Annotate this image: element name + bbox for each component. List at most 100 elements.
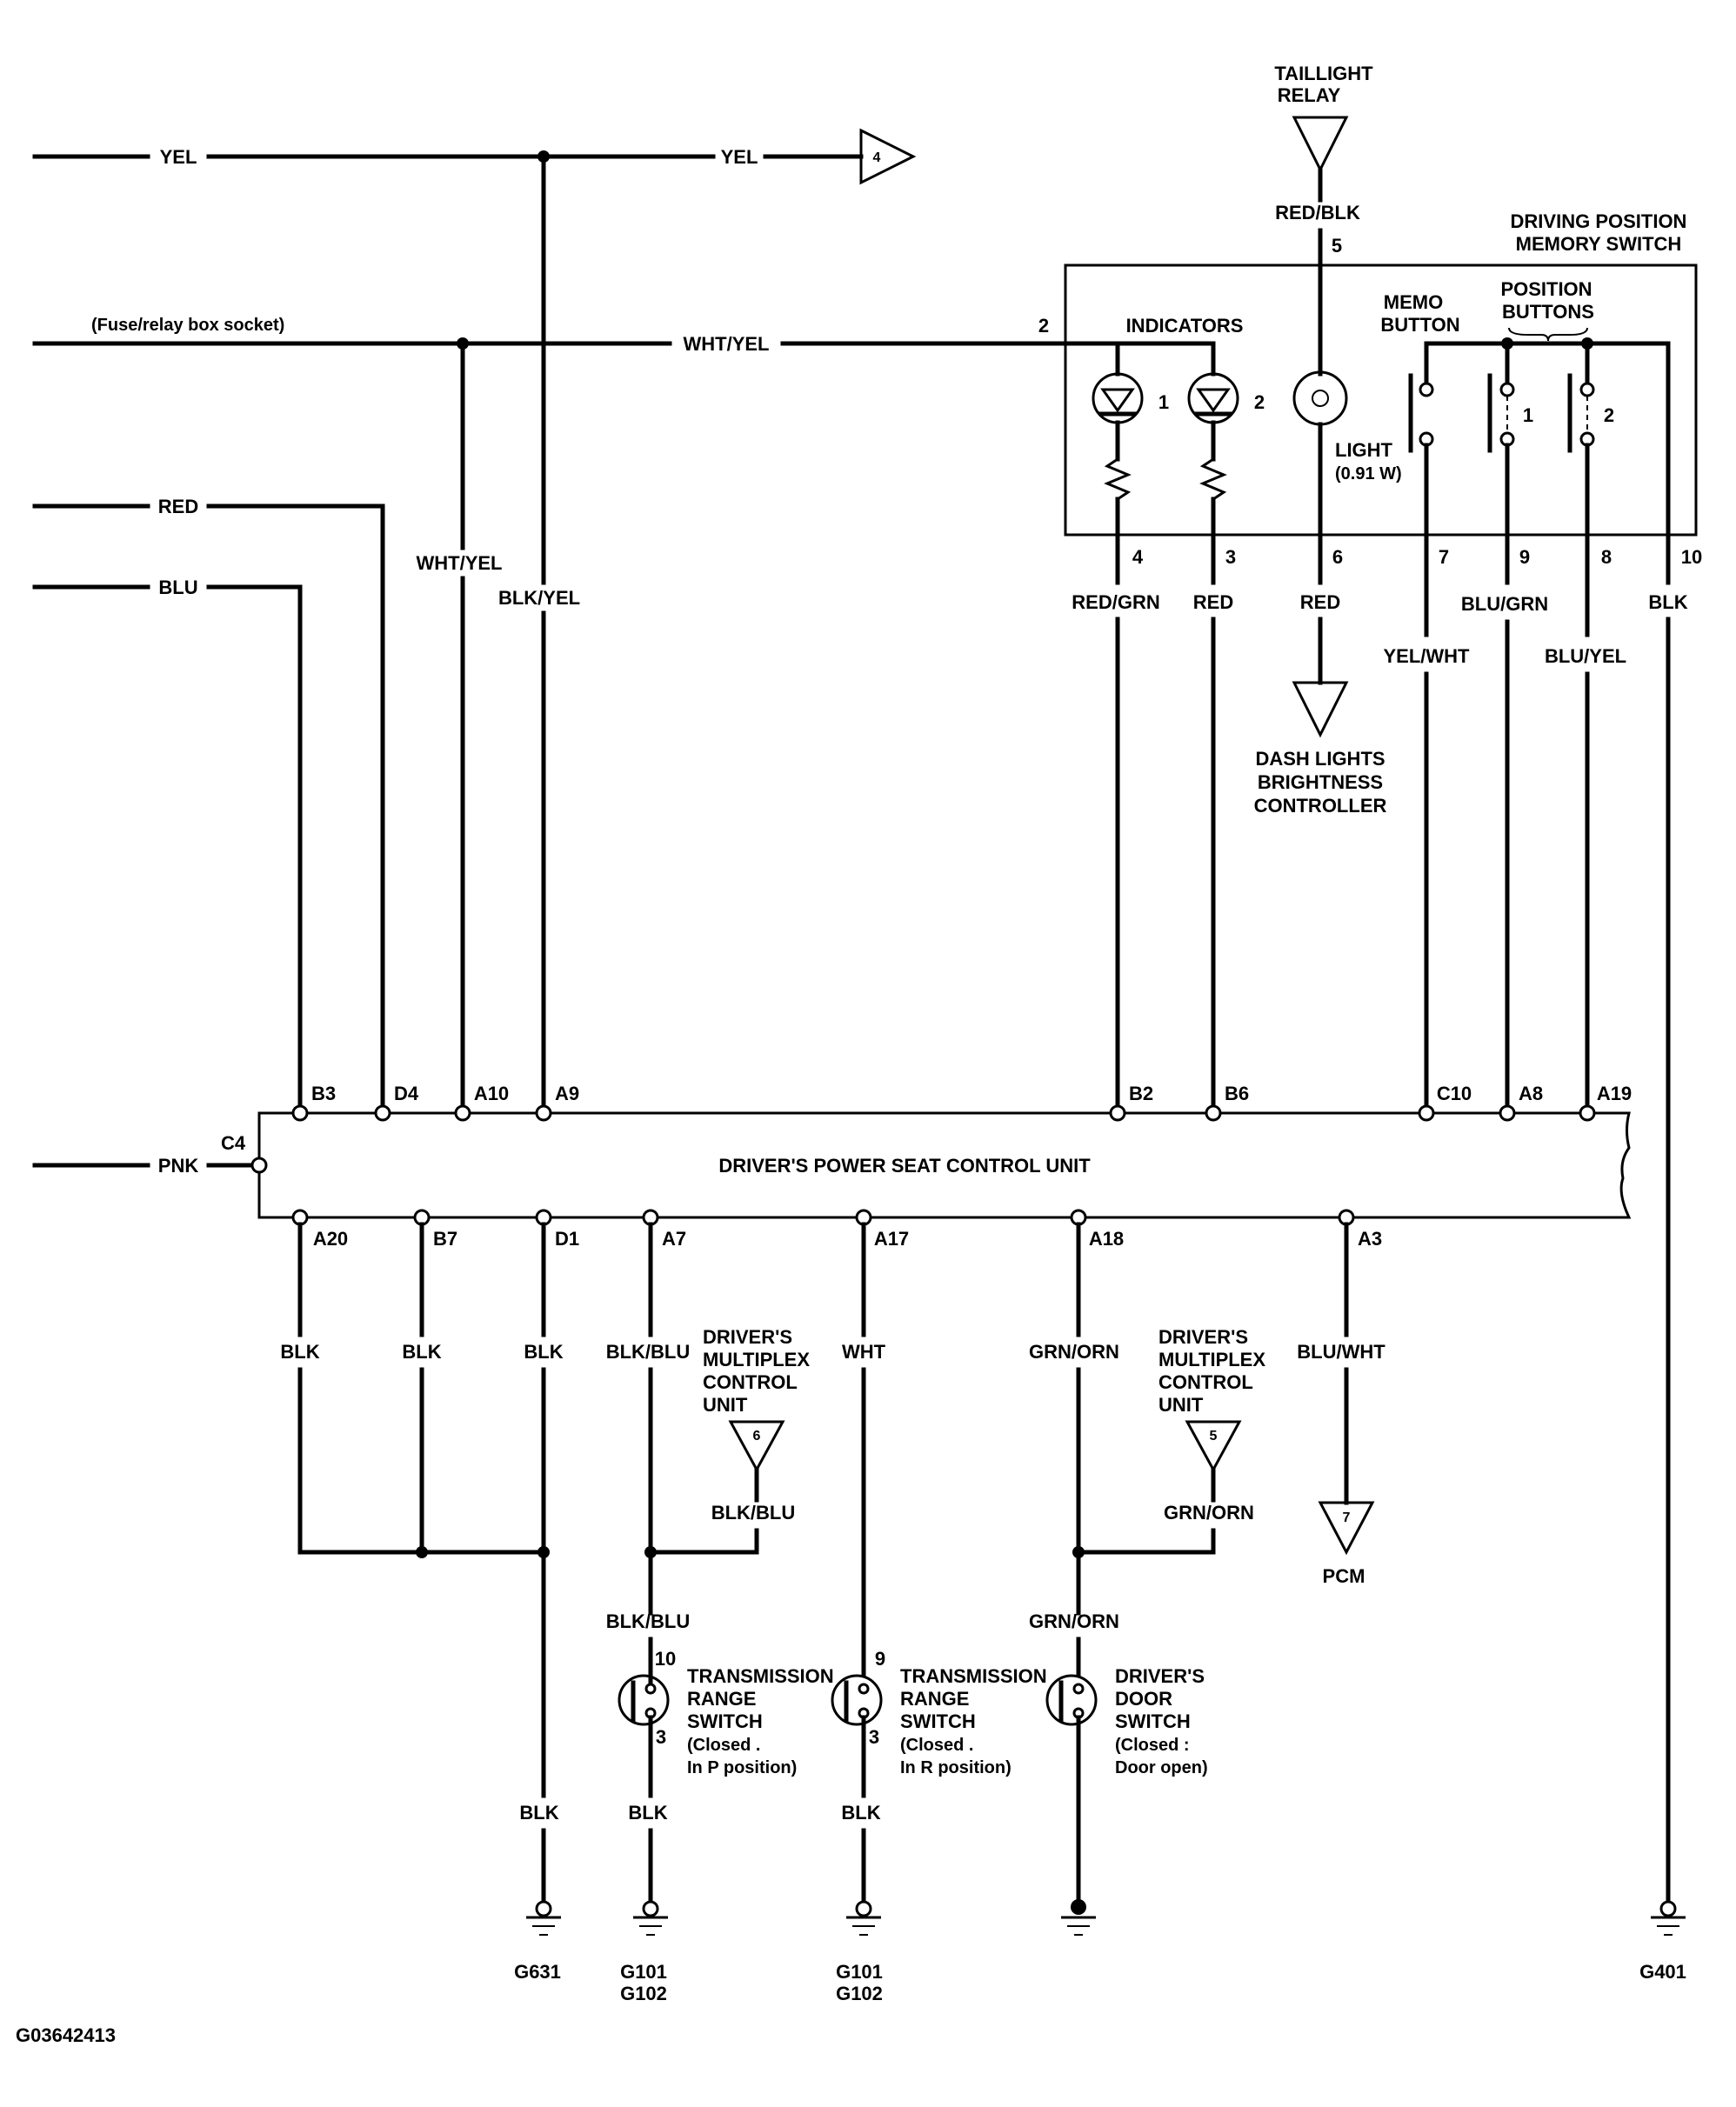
ground-g401-label: G401	[1639, 1961, 1686, 1983]
blk-label-tr2: BLK	[841, 1802, 880, 1824]
trans-r-label-5: In R position)	[900, 1758, 1012, 1777]
pin-label-a7: A7	[662, 1228, 686, 1250]
blk-label-a20: BLK	[280, 1341, 319, 1363]
indicator-led-2: 2	[1187, 372, 1265, 537]
pin-c10	[1418, 1104, 1435, 1122]
grn-orn-wire: GRN/ORN GRN/ORN GRN/ORN	[1029, 1222, 1254, 1677]
blu-yel-label: BLU/YEL	[1545, 645, 1626, 667]
indicators-label: INDICATORS	[1126, 315, 1244, 337]
pin-label-d4: D4	[394, 1083, 419, 1104]
blk-label-g631: BLK	[519, 1802, 558, 1824]
blk-label-d1: BLK	[524, 1341, 563, 1363]
taillight-relay: TAILLIGHT RELAY RED/BLK 5	[1274, 63, 1373, 268]
position-label-1: POSITION	[1500, 278, 1592, 300]
position-label-2: BUTTONS	[1502, 301, 1594, 323]
door-switch-label-1: DRIVER'S	[1115, 1665, 1205, 1687]
memo-button	[1408, 341, 1434, 537]
trans-p-pin-10: 10	[655, 1648, 676, 1670]
pin-label-b7: B7	[433, 1228, 457, 1250]
trans-p-label-3: SWITCH	[687, 1710, 763, 1732]
trans-r-pin-9: 9	[875, 1648, 885, 1670]
pcm-ref-arrow	[1318, 1501, 1375, 1556]
transmission-range-switch-r: 9 3 TRANSMISSION RANGE SWITCH (Closed . …	[831, 1648, 1047, 1907]
trans-r-label-4: (Closed .	[900, 1736, 973, 1755]
connector-c4-label: C4	[221, 1132, 246, 1154]
mux1-label-1: DRIVER'S	[703, 1326, 792, 1348]
memory-switch-title-1: DRIVING POSITION	[1511, 210, 1687, 232]
position-button-1-number: 1	[1523, 404, 1533, 426]
pin-label-a9: A9	[555, 1083, 579, 1104]
pin-3: 3	[1225, 546, 1236, 568]
blk-blu-label-a7: BLK/BLU	[606, 1341, 691, 1363]
blk-ground-wires: BLK BLK BLK BLK	[280, 1222, 564, 1907]
memo-label-2: BUTTON	[1380, 314, 1459, 336]
driving-position-memory-switch: DRIVING POSITION MEMORY SWITCH INDICATOR…	[1064, 210, 1702, 568]
mux1-ref: 6	[753, 1429, 761, 1444]
pin-label-a20: A20	[313, 1228, 348, 1250]
pin-d4	[374, 1104, 391, 1122]
pin-label-a17: A17	[874, 1228, 909, 1250]
memory-switch-title-2: MEMORY SWITCH	[1516, 233, 1682, 255]
ground-door-switch	[1061, 1899, 1096, 1936]
pin-b2	[1109, 1104, 1126, 1122]
pin-label-a3: A3	[1358, 1228, 1382, 1250]
pin-label-a19: A19	[1597, 1083, 1632, 1104]
indicator-led-1: 1	[1092, 372, 1169, 537]
blu-grn-label: BLU/GRN	[1461, 593, 1548, 615]
trans-p-label-5: In P position)	[687, 1758, 797, 1777]
trans-p-label-4: (Closed .	[687, 1736, 760, 1755]
drivers-door-switch: DRIVER'S DOOR SWITCH (Closed : Door open…	[1045, 1665, 1208, 1903]
red-grn-label: RED/GRN	[1072, 591, 1159, 613]
pin-label-a18: A18	[1089, 1228, 1124, 1250]
dash-lights-brightness-controller: DASH LIGHTS BRIGHTNESS CONTROLLER	[1254, 681, 1386, 817]
yel-wire: YEL YEL 4	[32, 128, 917, 185]
red-label: RED	[158, 496, 198, 517]
ground-g631: G631	[514, 1900, 561, 1983]
pin-8: 8	[1601, 546, 1612, 568]
trans-p-pin-3: 3	[656, 1726, 666, 1748]
ground-g102-label-b: G102	[836, 1983, 883, 2004]
trans-r-label-3: SWITCH	[900, 1710, 976, 1732]
red-label-pin3: RED	[1193, 591, 1233, 613]
ground-g101-label-b: G101	[836, 1961, 883, 1983]
pin-6: 6	[1332, 546, 1343, 568]
trans-p-label-1: TRANSMISSION	[687, 1665, 834, 1687]
wht-yel-label: WHT/YEL	[684, 333, 770, 355]
blk-blu-mux-label: BLK/BLU	[711, 1502, 796, 1524]
taillight-label-2: RELAY	[1278, 84, 1341, 106]
splice-dot	[537, 1546, 550, 1558]
ground-g102-label-a: G102	[620, 1983, 667, 2004]
trans-r-label-1: TRANSMISSION	[900, 1665, 1047, 1687]
position-button-2-number: 2	[1604, 404, 1614, 426]
pin-a9	[535, 1104, 552, 1122]
mux2-label-2: MULTIPLEX	[1158, 1349, 1265, 1370]
splice-dot	[416, 1546, 428, 1558]
blu-wire: BLU	[32, 577, 303, 1111]
dash-lights-label-2: BRIGHTNESS	[1258, 771, 1383, 793]
control-unit-body	[257, 1111, 1632, 1219]
mux2-ref: 5	[1210, 1429, 1218, 1444]
drivers-multiplex-control-unit-ref-5: DRIVER'S MULTIPLEX CONTROL UNIT 5	[1158, 1326, 1265, 1473]
figure-id: G03642413	[16, 2024, 116, 2046]
blk-yel-vertical-wire: BLK/YEL	[498, 154, 580, 1111]
position-bracket	[1508, 327, 1588, 342]
position-button-1: 1	[1487, 341, 1533, 537]
yel-label: YEL	[160, 146, 197, 168]
pin-label-a10: A10	[474, 1083, 509, 1104]
door-switch-label-2: DOOR	[1115, 1688, 1172, 1710]
pcm-ref: 7	[1343, 1510, 1351, 1525]
red-blk-label: RED/BLK	[1275, 202, 1360, 223]
control-unit-name: DRIVER'S POWER SEAT CONTROL UNIT	[718, 1155, 1091, 1177]
drivers-power-seat-control-unit: DRIVER'S POWER SEAT CONTROL UNIT PNK C4 …	[32, 1083, 1632, 1250]
pin-label-b6: B6	[1225, 1083, 1249, 1104]
drivers-multiplex-control-unit-ref-6: DRIVER'S MULTIPLEX CONTROL UNIT 6	[703, 1326, 810, 1473]
wht-yel-wire: (Fuse/relay box socket) WHT/YEL 2	[32, 315, 1112, 355]
yel-wht-label: YEL/WHT	[1384, 645, 1471, 667]
pin-a8	[1499, 1104, 1516, 1122]
red-wire: RED	[32, 496, 385, 1111]
indicator-1-number: 1	[1158, 391, 1169, 413]
mux2-label-1: DRIVER'S	[1158, 1326, 1248, 1348]
memory-switch-output-wires: RED/GRN RED RED YEL/WHT BLU/GRN BLU/YEL …	[1072, 532, 1688, 1907]
pin-label-b3: B3	[311, 1083, 336, 1104]
ground-g401: G401	[1639, 1900, 1686, 1983]
